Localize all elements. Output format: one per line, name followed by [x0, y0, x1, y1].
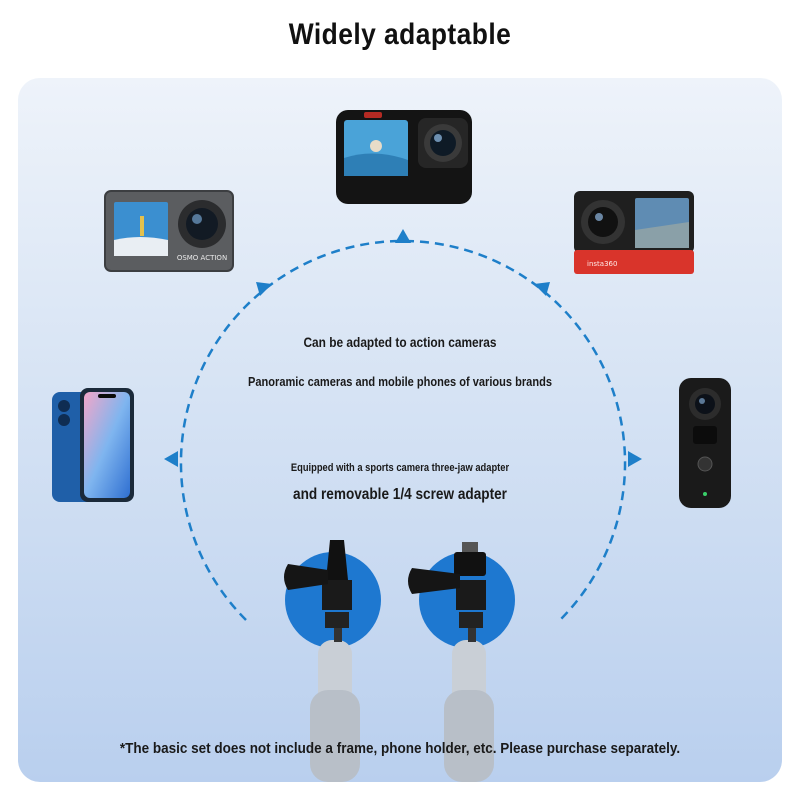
insta360-one-x-image [679, 378, 731, 508]
arrow-upleft-icon [256, 282, 272, 296]
arrow-left-icon [164, 451, 178, 467]
arrow-right-icon [628, 451, 642, 467]
insta-label: insta360 [587, 260, 617, 268]
arrow-upright-icon [534, 282, 550, 296]
gopro-camera-image [336, 110, 472, 204]
iphone-image [52, 388, 134, 502]
arrow-up-icon [395, 229, 411, 243]
dashed-arc-diagram [164, 229, 642, 621]
text-panoramic-phones: Panoramic cameras and mobile phones of v… [248, 374, 552, 389]
text-three-jaw-adapter: Equipped with a sports camera three-jaw … [290, 462, 510, 474]
screw-adapter-mount-image [408, 542, 515, 782]
three-jaw-adapter-mount-image [284, 540, 381, 782]
dji-label: OSMO ACTION [177, 254, 227, 262]
text-screw-adapter: and removable 1/4 screw adapter [293, 486, 507, 503]
text-action-cameras: Can be adapted to action cameras [303, 334, 497, 350]
footnote-disclaimer: *The basic set does not include a frame,… [119, 740, 681, 757]
dji-osmo-action-image: OSMO ACTION [104, 190, 234, 272]
page-title: Widely adaptable [288, 18, 512, 51]
insta360-one-r-image: insta360 [574, 191, 694, 274]
adaptability-panel: Can be adapted to action cameras Panoram… [18, 78, 782, 782]
